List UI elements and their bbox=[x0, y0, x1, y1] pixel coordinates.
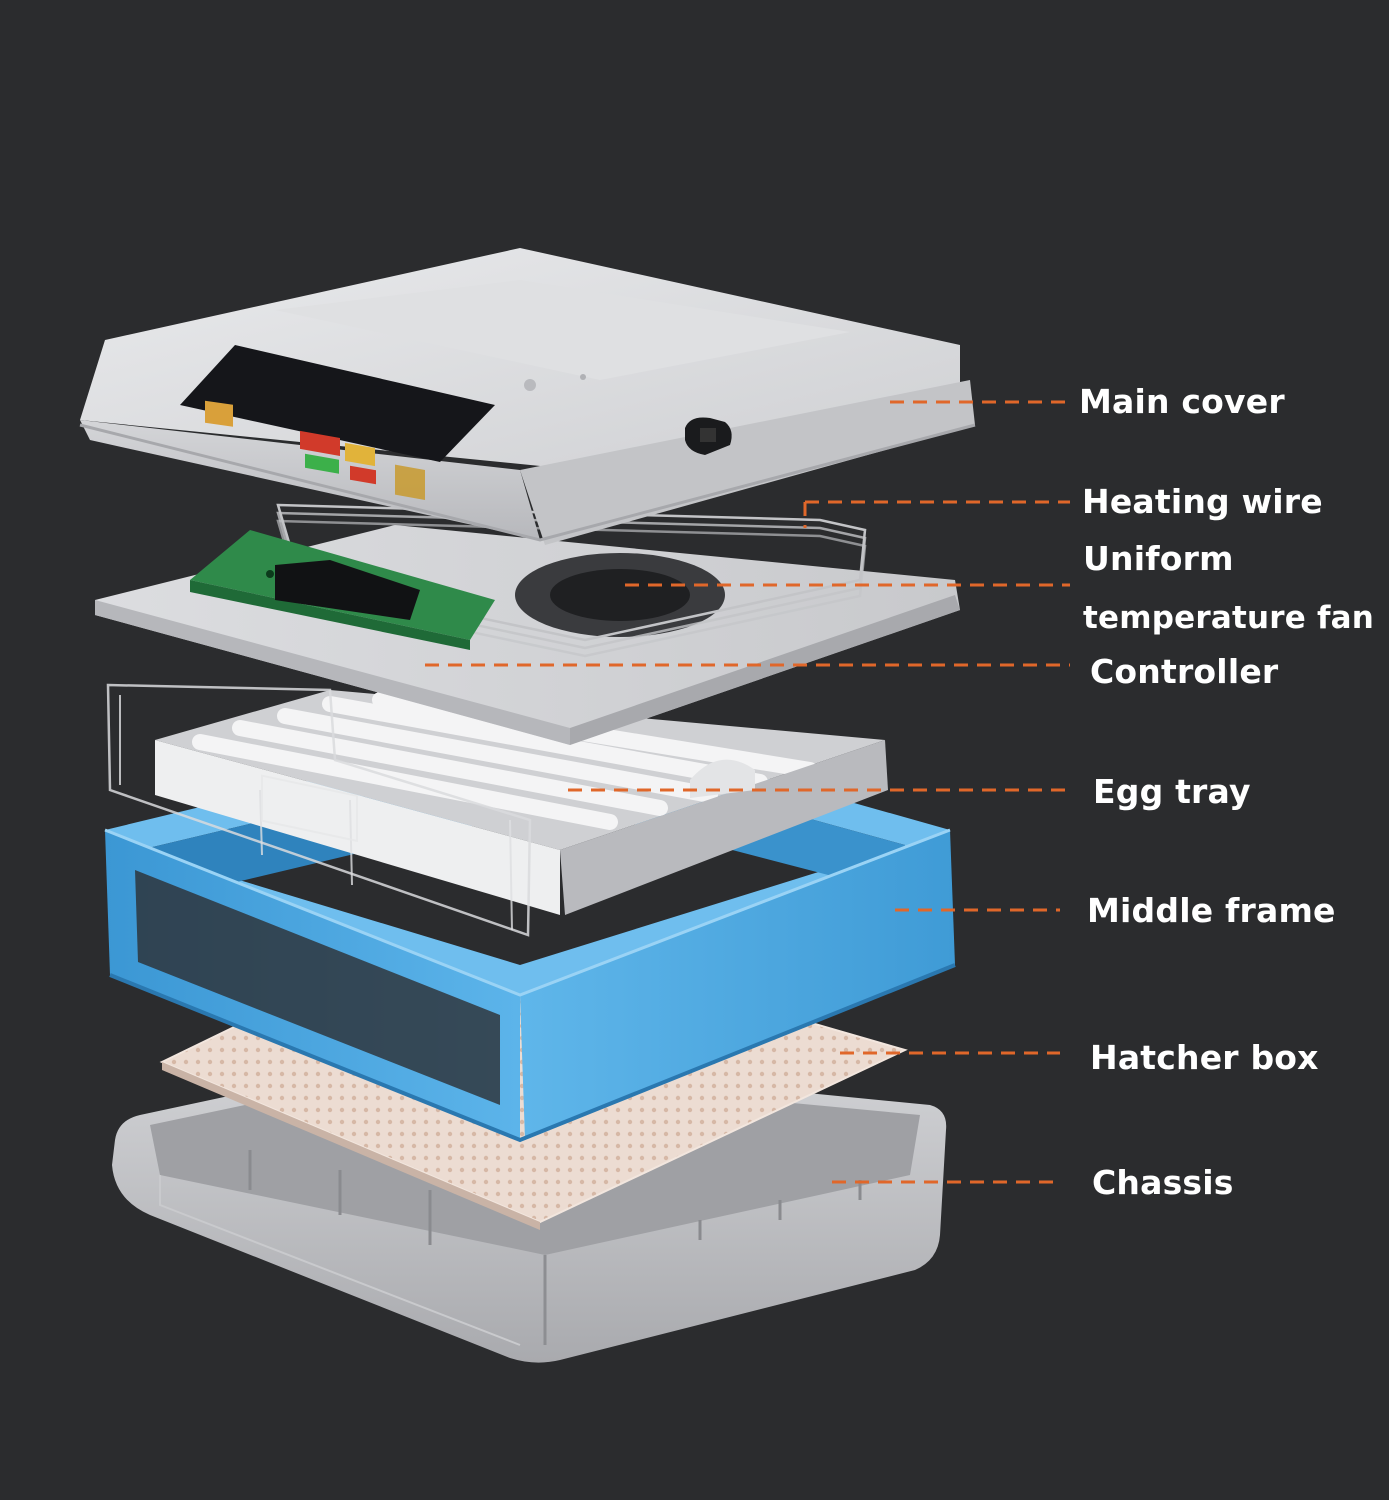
label-hatcher-box: Hatcher box bbox=[1090, 1038, 1319, 1077]
egg-tray-part bbox=[106, 683, 888, 937]
leader-lines bbox=[425, 400, 1070, 1184]
label-controller: Controller bbox=[1090, 652, 1279, 691]
label-heating-wire: Heating wire bbox=[1082, 482, 1323, 521]
label-egg-tray: Egg tray bbox=[1093, 772, 1251, 811]
label-fan-line1: Uniform bbox=[1083, 539, 1234, 578]
label-main-cover: Main cover bbox=[1079, 382, 1285, 421]
label-fan-line2: temperature fan bbox=[1083, 600, 1375, 636]
label-chassis: Chassis bbox=[1092, 1163, 1234, 1202]
main-cover-part bbox=[79, 248, 976, 545]
controller-plate-part bbox=[95, 503, 960, 745]
label-middle-frame: Middle frame bbox=[1087, 891, 1336, 930]
